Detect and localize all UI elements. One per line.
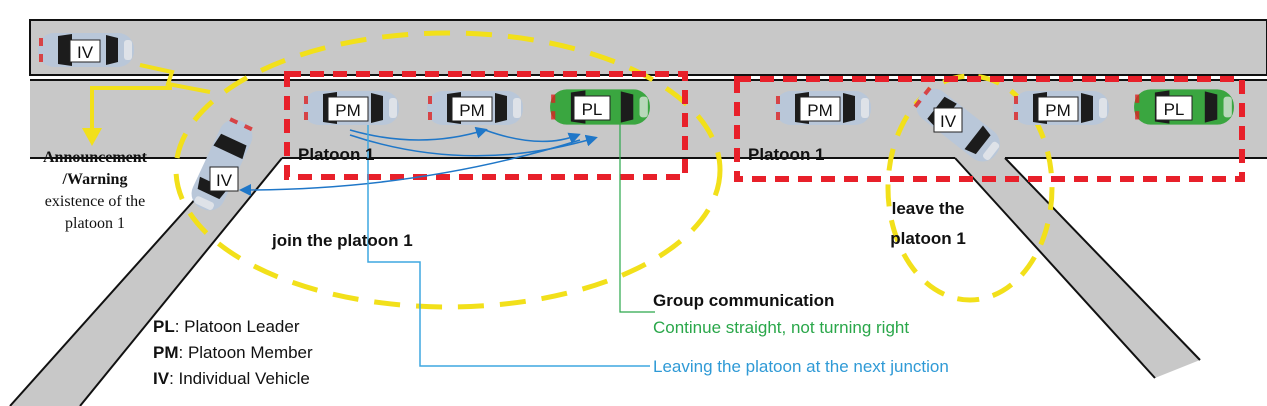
car-pl-2: PL [1134,89,1234,125]
leaving-message: Leaving the platoon at the next junction [653,357,949,376]
link-continue-message [619,124,655,313]
leave-label-line2: platoon 1 [890,229,966,248]
car-label: IV [216,171,233,190]
group-communication-label: Group communication [653,291,834,310]
legend-desc: : Platoon Member [179,343,314,362]
legend: PL: Platoon Leader PM: Platoon Member IV… [153,317,313,388]
car-pm-4: PM [1013,91,1109,125]
car-pm-3: PM [775,91,871,125]
platoon-label-right: Platoon 1 [748,145,825,164]
car-iv-top: IV [38,33,134,67]
platoon-label-left: Platoon 1 [298,145,375,164]
right-ramp [955,158,1200,378]
car-label: PM [807,101,833,120]
communication-links [239,124,650,367]
car-label: IV [77,43,94,62]
car-pl-1: PL [550,89,650,125]
annotation-line4: platoon 1 [65,215,125,232]
legend-item-pl: PL: Platoon Leader [153,317,300,336]
legend-desc: : Platoon Leader [175,317,300,336]
legend-abbr: IV [153,369,170,388]
link-leaving-message [367,124,650,367]
legend-abbr: PM [153,343,179,362]
road-network [9,19,1267,406]
car-pm-2: PM [427,91,523,125]
join-range-ellipse [173,30,723,310]
annotation-line1: Announcement [43,149,148,166]
legend-item-iv: IV: Individual Vehicle [153,369,310,388]
annotation-line3: existence of the [45,193,145,210]
link-pm1-pm2 [349,126,488,141]
annotation-line2: /Warning [62,171,128,188]
announcement-annotation: Announcement /Warning existence of the p… [43,149,148,232]
car-label: PM [335,101,361,120]
car-pm-1: PM [303,91,399,125]
legend-abbr: PL [153,317,175,336]
leave-range-ellipse [885,73,1055,303]
platoon-box-right [734,76,1245,182]
link-pm1-pl [349,134,598,157]
continue-message: Continue straight, not turning right [653,318,909,337]
upper-road [29,19,1267,76]
leave-label-line1: leave the [892,199,965,218]
link-pl-iv [239,139,581,196]
car-label: IV [940,112,957,131]
platoon-box-left [284,71,688,180]
car-label: PM [459,101,485,120]
link-pm2-pl [484,129,581,144]
legend-item-pm: PM: Platoon Member [153,343,313,362]
car-label: PL [1164,100,1185,119]
car-label: PL [582,100,603,119]
car-label: PM [1045,101,1071,120]
legend-desc: : Individual Vehicle [169,369,310,388]
signal-arrow [82,63,211,146]
left-ramp [10,158,282,406]
join-label: join the platoon 1 [271,231,413,250]
